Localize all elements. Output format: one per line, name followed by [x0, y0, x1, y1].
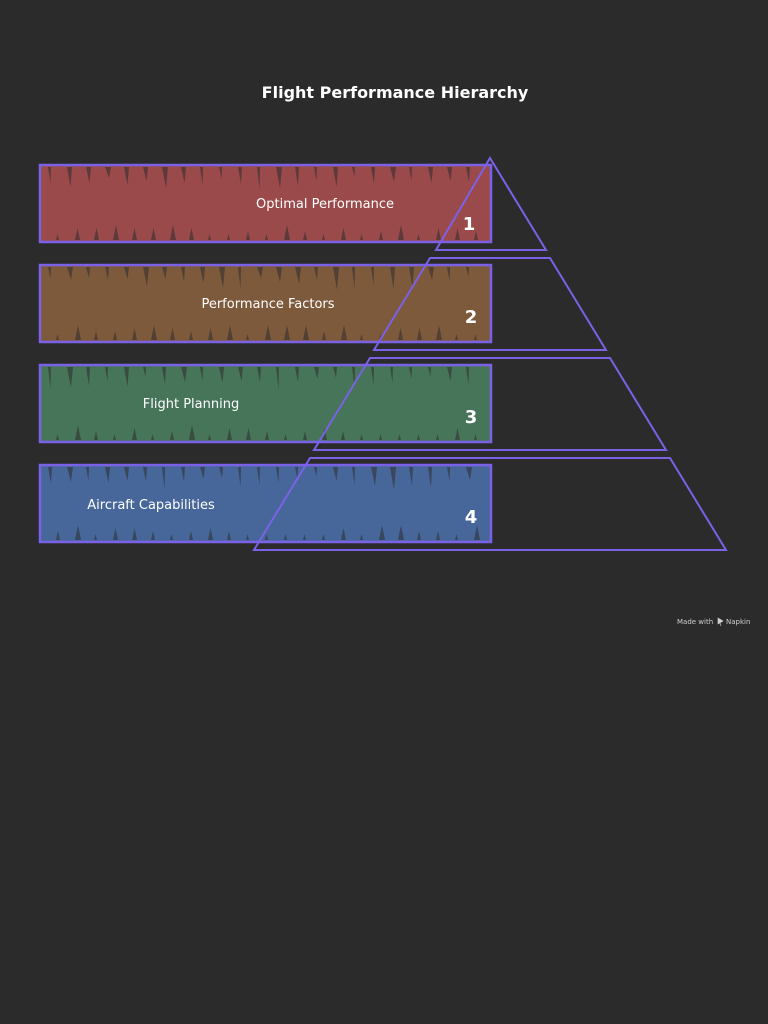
credit-prefix: Made with — [677, 618, 713, 626]
level-label-3: Flight Planning — [143, 397, 239, 412]
level-bars: Optimal Performance Performance Factors … — [38, 163, 493, 544]
level-bar-2: Performance Factors — [38, 263, 493, 344]
level-bar-1: Optimal Performance — [38, 163, 493, 244]
pyramid-segment-2 — [372, 257, 608, 351]
level-label-2: Performance Factors — [201, 297, 334, 312]
level-label-4: Aircraft Capabilities — [87, 498, 215, 513]
level-number-2: 2 — [465, 307, 478, 328]
credit-brand: Napkin — [726, 618, 750, 626]
pyramid-segment-3 — [312, 357, 668, 451]
level-numbers: 1 2 3 4 — [463, 214, 478, 528]
diagram-title: Flight Performance Hierarchy — [262, 83, 529, 102]
level-label-1: Optimal Performance — [256, 197, 394, 212]
level-number-1: 1 — [463, 214, 476, 235]
pyramid-segment-4 — [252, 457, 728, 551]
bar-fill — [38, 463, 493, 544]
level-number-4: 4 — [465, 507, 478, 528]
pyramid-outline — [252, 156, 728, 551]
bar-fill — [38, 163, 493, 244]
bar-fill — [38, 263, 493, 344]
pyramid-segment-1 — [434, 156, 548, 251]
credit-badge[interactable]: Made with Napkin — [677, 617, 750, 627]
napkin-logo-icon — [717, 617, 724, 627]
level-number-3: 3 — [465, 407, 478, 428]
level-bar-4: Aircraft Capabilities — [38, 463, 493, 544]
bar-fill — [38, 363, 493, 444]
level-bar-3: Flight Planning — [38, 363, 493, 444]
